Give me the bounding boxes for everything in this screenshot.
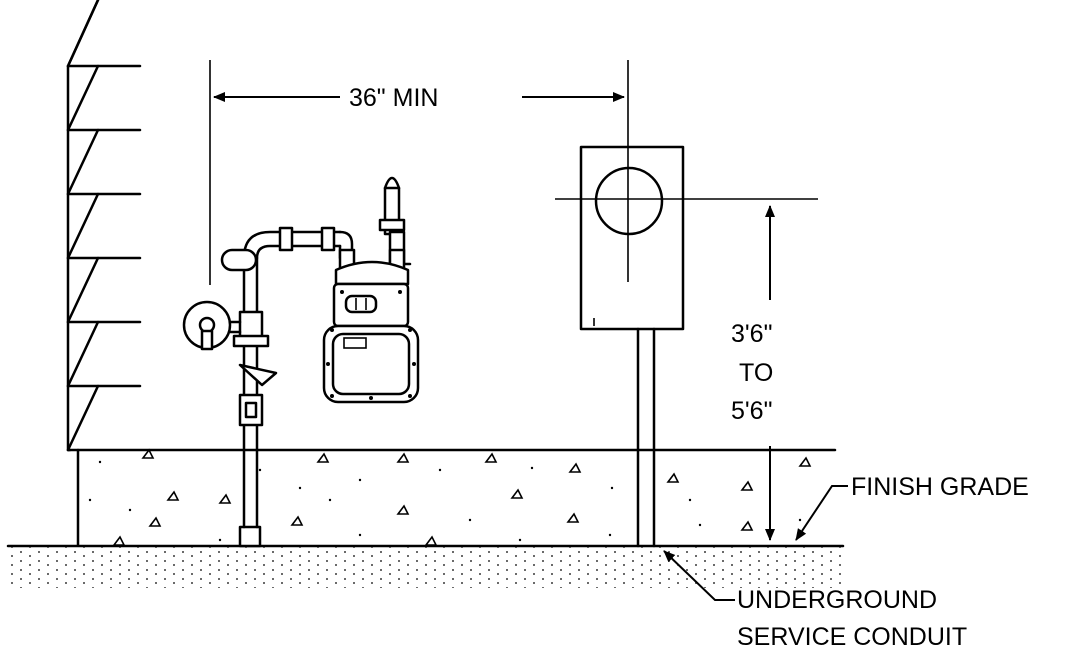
clearance-label: 36" MIN — [349, 84, 438, 112]
height-label-line2: TO — [739, 359, 773, 387]
gas-regulator — [182, 300, 242, 351]
ground-soil — [6, 544, 845, 588]
finish-grade-callout: FINISH GRADE — [795, 473, 1029, 541]
electric-meter-box — [579, 145, 685, 548]
height-label-line1: 3'6" — [731, 320, 772, 348]
concrete-foundation — [66, 448, 837, 546]
gas-meter — [322, 176, 420, 404]
height-dimension: 3'6" TO 5'6" — [731, 205, 775, 541]
centerlines — [209, 60, 818, 285]
house-siding — [66, 0, 142, 547]
conduit-callout: UNDERGROUND SERVICE CONDUIT — [663, 550, 967, 651]
height-label-line3: 5'6" — [731, 397, 772, 425]
finish-grade-label: FINISH GRADE — [851, 473, 1029, 501]
clearance-dimension: 36" MIN — [213, 84, 625, 112]
conduit-label-line1: UNDERGROUND — [737, 586, 937, 614]
conduit-label-line2: SERVICE CONDUIT — [737, 623, 967, 651]
